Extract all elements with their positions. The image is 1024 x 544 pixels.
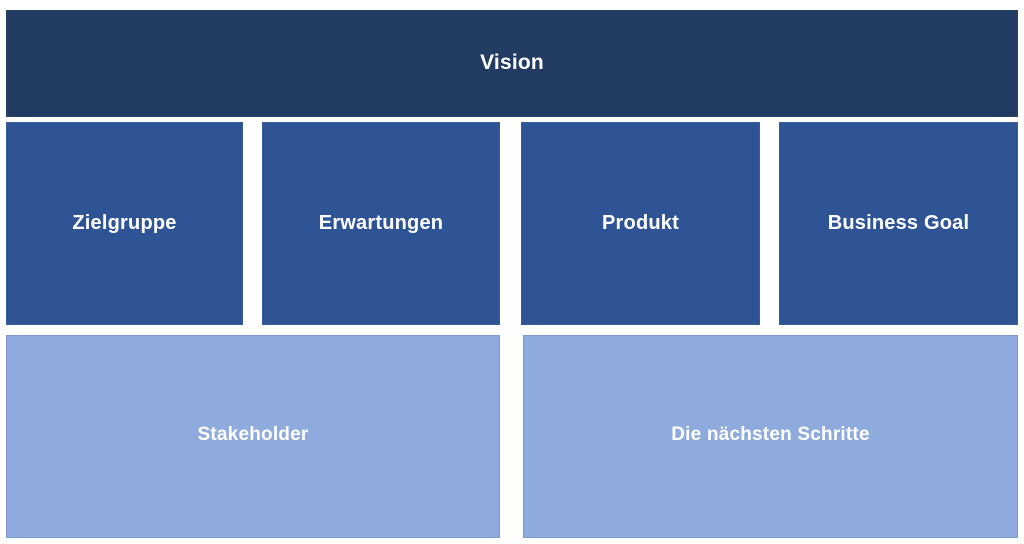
footer-label-naechste-schritte: Die nächsten Schritte [671, 424, 870, 445]
pillar-box-erwartungen[interactable]: Erwartungen [262, 122, 500, 325]
pillar-label-erwartungen: Erwartungen [318, 212, 444, 234]
pillar-label-zielgruppe: Zielgruppe [72, 212, 177, 234]
vision-label: Vision [480, 51, 544, 75]
vision-box[interactable]: Vision [6, 10, 1018, 117]
pillar-label-produkt: Produkt [602, 212, 679, 234]
footer-box-naechste-schritte[interactable]: Die nächsten Schritte [523, 335, 1018, 538]
pillar-label-business-goal: Business Goal [827, 212, 970, 234]
pillar-box-produkt[interactable]: Produkt [521, 122, 760, 325]
pillar-box-business-goal[interactable]: Business Goal [779, 122, 1018, 325]
footer-label-stakeholder: Stakeholder [197, 424, 309, 445]
footer-box-stakeholder[interactable]: Stakeholder [6, 335, 500, 538]
pillar-box-zielgruppe[interactable]: Zielgruppe [6, 122, 243, 325]
